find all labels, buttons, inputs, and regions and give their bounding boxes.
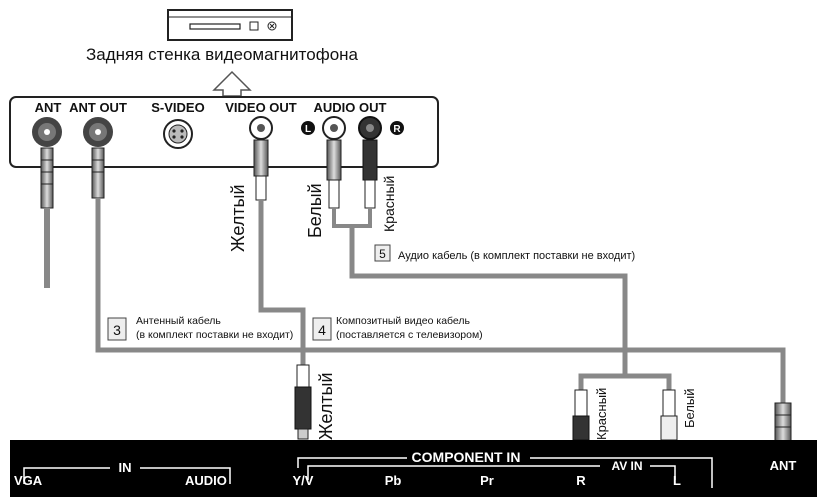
s-video-port bbox=[163, 119, 193, 149]
tv-ant-label: ANT bbox=[770, 458, 797, 473]
video-out-port-label: VIDEO OUT bbox=[225, 100, 297, 115]
white-label-top: Белый bbox=[305, 183, 325, 238]
audio-cable-text: Аудио кабель (в комплект поставки не вхо… bbox=[398, 250, 635, 262]
av-in-label: AV IN bbox=[611, 459, 642, 473]
red-label-bottom: Красный bbox=[594, 388, 609, 440]
s-video-port-label: S-VIDEO bbox=[151, 100, 204, 115]
ant-port bbox=[32, 117, 62, 147]
callout-number-3: 3 bbox=[113, 322, 121, 338]
antenna-input-cable bbox=[40, 147, 54, 288]
tv-antenna-plug bbox=[774, 402, 792, 442]
vcr-port-labels: ANT ANT OUT S-VIDEO VIDEO OUT AUDIO OUT bbox=[35, 100, 387, 115]
audio-out-ports: L R bbox=[301, 116, 404, 140]
arrow-up-icon bbox=[212, 70, 252, 97]
composite-cable-line2: (поставляется с телевизором) bbox=[336, 329, 483, 341]
composite-cable-line1: Композитный видео кабель bbox=[336, 315, 471, 327]
ant-out-port-label: ANT OUT bbox=[69, 100, 127, 115]
page-title: Задняя стенка видеомагнитофона bbox=[86, 45, 359, 64]
antenna-cable bbox=[91, 147, 786, 405]
pr-label: Pr bbox=[480, 473, 494, 488]
in-label: IN bbox=[119, 460, 132, 475]
l-label: L bbox=[673, 473, 681, 488]
pb-label: Pb bbox=[385, 473, 402, 488]
audio-out-port-label: AUDIO OUT bbox=[314, 100, 387, 115]
ant-out-port bbox=[83, 117, 113, 147]
audio-label: AUDIO bbox=[185, 473, 227, 488]
video-out-port bbox=[249, 116, 273, 140]
callout-number-4: 4 bbox=[318, 322, 326, 338]
audio-cable-callout: 5 Аудио кабель (в комплект поставки не в… bbox=[374, 244, 635, 262]
r-label: R bbox=[576, 473, 586, 488]
ant-port-label: ANT bbox=[35, 100, 62, 115]
callout-number-5: 5 bbox=[379, 247, 386, 261]
component-in-label: COMPONENT IN bbox=[412, 449, 521, 465]
white-label-bottom: Белый bbox=[682, 388, 697, 428]
yv-label: Y/V bbox=[293, 473, 314, 488]
tv-panel-brackets bbox=[23, 457, 713, 488]
vga-label: VGA bbox=[14, 473, 43, 488]
composite-video-cable bbox=[253, 139, 312, 440]
red-label-top: Красный bbox=[381, 176, 397, 232]
yellow-label-bottom: Желтый bbox=[316, 372, 336, 440]
antenna-cable-callout: 3 Антенный кабель (в комплект поставки н… bbox=[107, 315, 293, 341]
yellow-label-top: Желтый bbox=[228, 184, 248, 252]
composite-cable-callout: 4 Композитный видео кабель (поставляется… bbox=[312, 315, 483, 341]
antenna-cable-line2: (в комплект поставки не входит) bbox=[136, 329, 293, 341]
antenna-cable-line1: Антенный кабель bbox=[136, 315, 221, 327]
audio-left-mark: L bbox=[305, 124, 311, 135]
vcr-icon bbox=[167, 9, 293, 41]
audio-cable bbox=[326, 139, 678, 441]
audio-right-mark: R bbox=[393, 124, 401, 135]
